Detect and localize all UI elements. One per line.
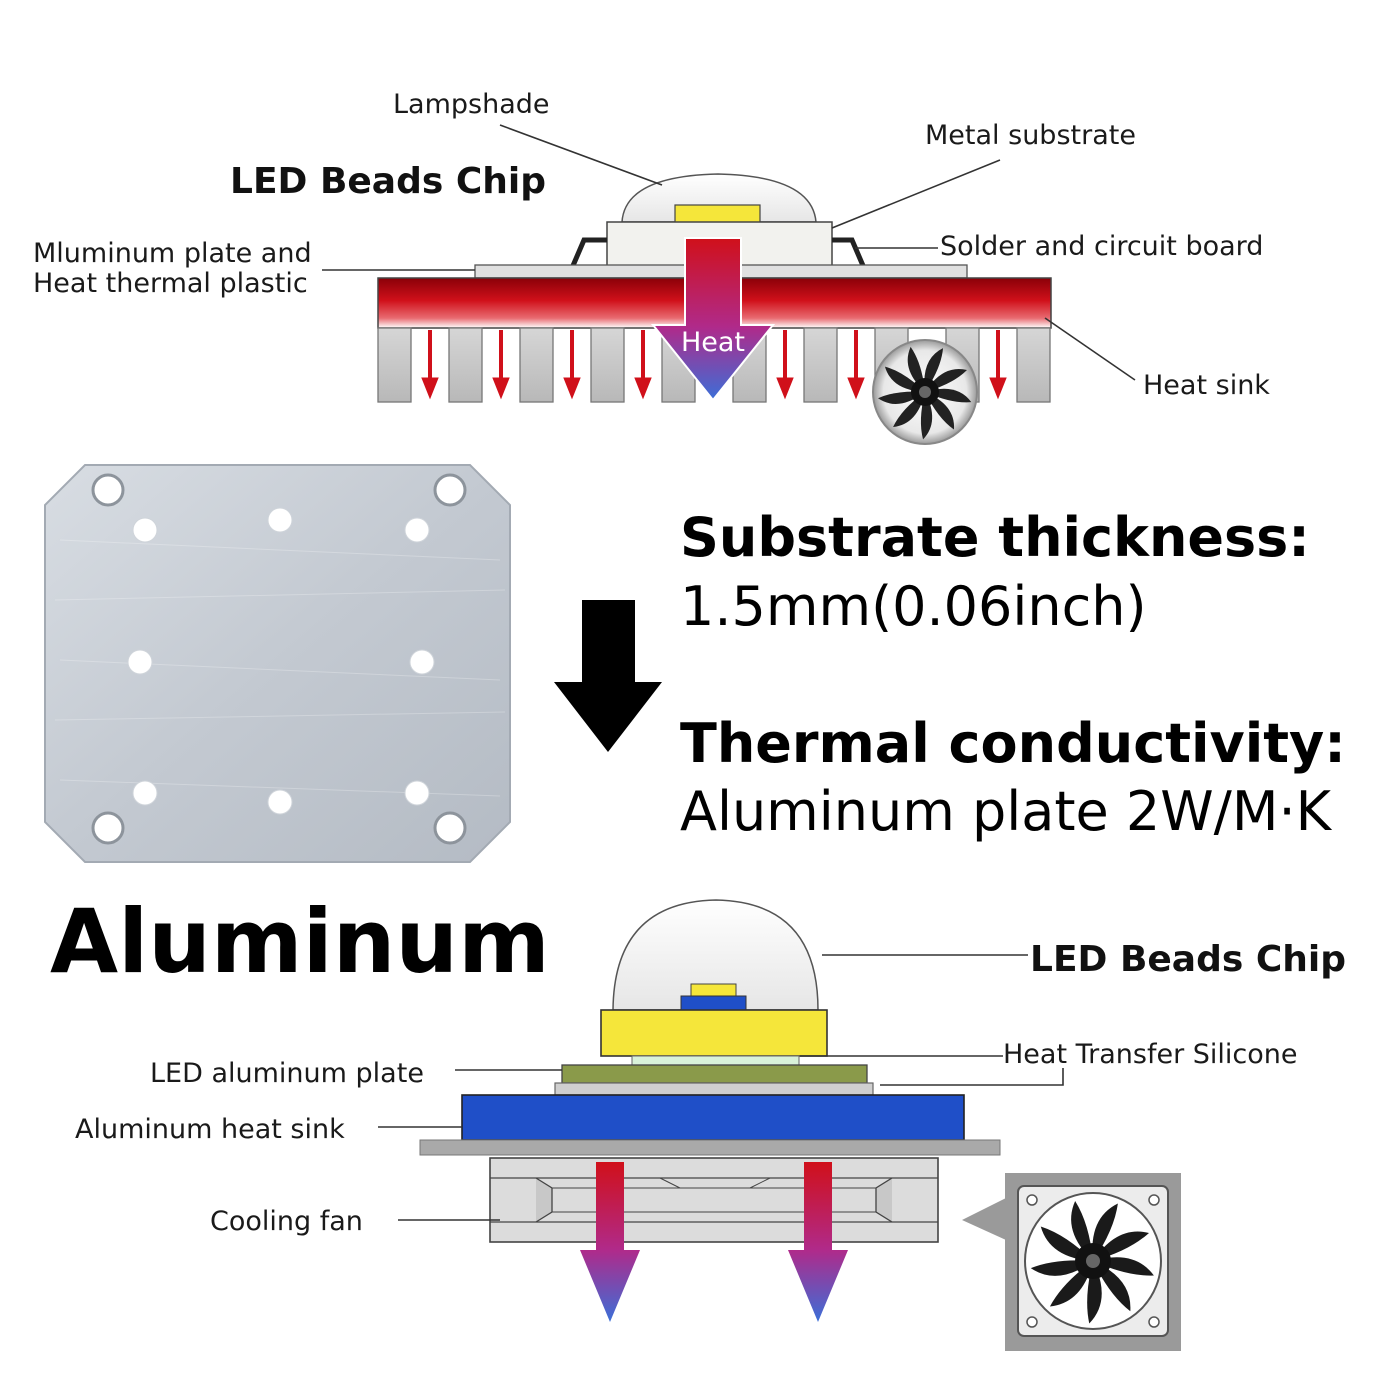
bottom-diagram: LED Beads Chip Heat Transfer Silicone LE… bbox=[75, 899, 1346, 1351]
thickness-value: 1.5mm(0.06inch) bbox=[680, 575, 1147, 638]
bottom-yellow-block bbox=[600, 1009, 828, 1057]
bottom-grey-base bbox=[419, 1139, 1001, 1156]
lampshade-leader bbox=[499, 124, 663, 186]
bottom-heat-arrow-left bbox=[580, 1162, 640, 1322]
bottom-heat-sink-label: Aluminum heat sink bbox=[75, 1114, 345, 1145]
plate-label-line1: Mluminum plate and bbox=[33, 238, 312, 269]
conductivity-value: Aluminum plate 2W/M·K bbox=[680, 780, 1333, 843]
top-diagram-title: LED Beads Chip bbox=[230, 161, 546, 202]
fan-screw-holes bbox=[1026, 1194, 1160, 1328]
thickness-label: Substrate thickness: bbox=[680, 506, 1310, 569]
bottom-silicone-layer bbox=[631, 1055, 800, 1066]
down-arrow-icon bbox=[554, 600, 662, 752]
callout-cooling-fan-icon bbox=[1024, 1192, 1162, 1330]
top-diagram: LED Beads Chip bbox=[33, 89, 1270, 445]
heat-label: Heat bbox=[681, 327, 745, 358]
bottom-led-plate bbox=[561, 1064, 868, 1084]
conductivity-label: Thermal conductivity: bbox=[680, 712, 1346, 775]
fan-callout-pointer bbox=[962, 1198, 1006, 1240]
bottom-blue-heat-sink bbox=[461, 1094, 965, 1141]
aluminum-plate: Aluminum bbox=[44, 464, 550, 993]
metal-substrate-leader bbox=[831, 159, 1001, 229]
top-chip-die bbox=[674, 204, 761, 224]
bottom-grey-thin bbox=[554, 1082, 874, 1096]
bottom-chip-label: LED Beads Chip bbox=[1030, 939, 1346, 980]
plate-label-line2: Heat thermal plastic bbox=[33, 268, 308, 299]
top-cooling-fan-icon bbox=[872, 339, 978, 445]
metal-substrate-label: Metal substrate bbox=[925, 120, 1136, 151]
bottom-chip-top bbox=[690, 983, 737, 997]
lampshade-label: Lampshade bbox=[393, 89, 550, 120]
corner-holes bbox=[91, 473, 467, 845]
top-lead-left bbox=[569, 237, 607, 269]
solder-label: Solder and circuit board bbox=[940, 231, 1263, 262]
top-heat-sink-label: Heat sink bbox=[1143, 370, 1270, 401]
silicone-label: Heat Transfer Silicone bbox=[1003, 1039, 1298, 1070]
specs: Substrate thickness: 1.5mm(0.06inch) The… bbox=[680, 506, 1346, 843]
cooling-fan-label: Cooling fan bbox=[210, 1206, 363, 1237]
led-plate-label: LED aluminum plate bbox=[150, 1058, 424, 1089]
bottom-fan-housing bbox=[489, 1157, 939, 1243]
aluminum-title: Aluminum bbox=[50, 890, 550, 993]
bottom-chip-base bbox=[680, 995, 747, 1011]
bottom-heat-arrow-right bbox=[788, 1162, 848, 1322]
top-small-heat-arrows bbox=[421, 330, 1007, 400]
top-heat-arrow bbox=[650, 237, 776, 402]
bottom-dome bbox=[612, 899, 819, 1011]
top-heat-sink-leader bbox=[1044, 317, 1136, 381]
mounting-holes bbox=[127, 507, 435, 815]
silicone-leader-bottom bbox=[880, 1068, 1064, 1086]
aluminum-plate-body bbox=[44, 464, 511, 863]
top-lead-right bbox=[832, 237, 867, 269]
lampshade-dome bbox=[621, 173, 817, 223]
